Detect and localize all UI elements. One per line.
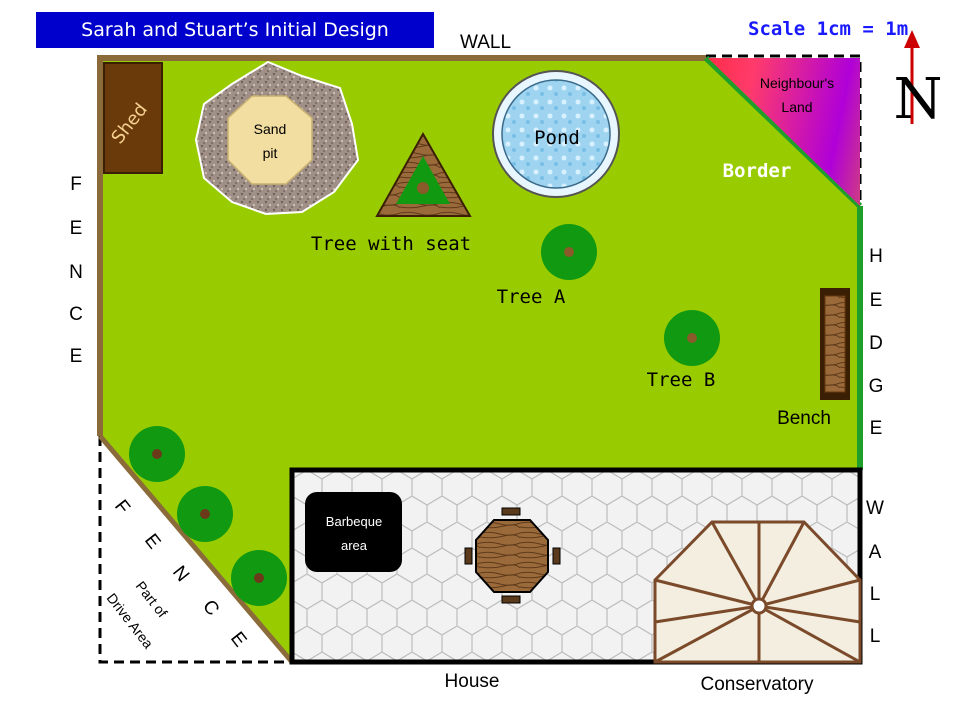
fence-line xyxy=(97,55,706,436)
tree-with-seat-label: Tree with seat xyxy=(311,233,471,255)
drive-area-boundary xyxy=(98,436,292,664)
pond xyxy=(492,70,620,198)
house-label: House xyxy=(445,671,500,692)
hedge-letter: D xyxy=(869,333,883,354)
fence-left-letter: N xyxy=(69,262,83,283)
wall-right-letter: L xyxy=(870,626,881,647)
wall-right-letter: L xyxy=(870,584,881,605)
hedge-letter: G xyxy=(869,376,884,397)
fence-diagonal xyxy=(98,434,294,664)
hedge-letter: E xyxy=(870,290,883,311)
drive-area-label-line1: Part of xyxy=(133,578,171,620)
patio-table xyxy=(464,507,561,604)
barbeque-label-line2: area xyxy=(341,538,368,553)
fence-diag-letter: E xyxy=(226,628,250,651)
north-label: N xyxy=(894,67,943,132)
bench-label: Bench xyxy=(777,408,831,429)
fence-diag-letter: E xyxy=(140,530,164,553)
hedge-line xyxy=(703,55,863,209)
border-label: Border xyxy=(723,160,792,182)
page-title: Sarah and Stuart’s Initial Design xyxy=(36,12,434,48)
bench xyxy=(820,288,850,400)
sand-pit-label-line1: Sand xyxy=(254,121,287,137)
tree-b xyxy=(664,310,720,366)
fence-left-letter: F xyxy=(70,174,82,195)
tree-fence-2 xyxy=(177,486,233,542)
tree-fence-3 xyxy=(231,550,287,606)
tree-fence-1 xyxy=(129,426,185,482)
scale-label: Scale 1cm = 1m xyxy=(748,18,909,40)
barbeque-area xyxy=(305,492,402,572)
barbeque-label-line1: Barbeque xyxy=(326,514,382,529)
neighbour-boundary xyxy=(706,54,862,206)
sand-pit-label-line2: pit xyxy=(263,145,278,161)
wall-right-letter: A xyxy=(869,542,882,563)
sand-pit xyxy=(194,60,360,216)
pond-label: Pond xyxy=(534,127,580,149)
fence-left-letter: C xyxy=(69,304,83,325)
conservatory xyxy=(653,520,862,664)
tree-b-label: Tree B xyxy=(647,369,716,391)
wall-top-label: WALL xyxy=(460,32,511,53)
neighbour-label-line1: Neighbour's xyxy=(760,75,834,91)
conservatory-label: Conservatory xyxy=(701,674,814,695)
hedge-letter: H xyxy=(869,246,883,267)
north-arrow xyxy=(904,30,920,124)
tree-a-label: Tree A xyxy=(497,286,566,308)
tree-a xyxy=(541,224,597,280)
wall-right-letter: W xyxy=(866,498,884,519)
fence-left-letter: E xyxy=(70,218,83,239)
fence-diag-letter: N xyxy=(168,562,193,586)
neighbour-label-line2: Land xyxy=(781,99,812,115)
shed xyxy=(103,62,163,174)
fence-diag-letter: C xyxy=(198,596,223,620)
fence-left-letter: E xyxy=(70,346,83,367)
fence-diag-letter: F xyxy=(110,496,134,518)
hedge-letter: E xyxy=(870,418,883,439)
tree-with-seat xyxy=(375,131,472,217)
